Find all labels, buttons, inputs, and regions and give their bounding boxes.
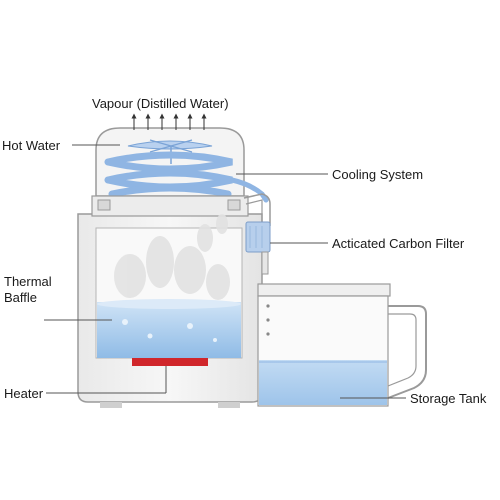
vapour-arrows xyxy=(131,113,207,130)
label-vapour: Vapour (Distilled Water) xyxy=(92,96,229,111)
label-storage-tank: Storage Tank xyxy=(410,391,487,406)
outlet-spout xyxy=(243,193,271,226)
steam-clouds xyxy=(114,214,230,300)
label-cooling-system: Cooling System xyxy=(332,167,423,182)
label-thermal-baffle-line1: Thermal xyxy=(4,274,52,289)
hot-water xyxy=(97,299,241,358)
cooling-coil xyxy=(104,151,269,203)
carbon-filter xyxy=(245,221,271,275)
label-heater: Heater xyxy=(4,386,44,401)
label-hot-water: Hot Water xyxy=(2,138,61,153)
label-thermal-baffle-line2: Baffle xyxy=(4,290,37,305)
storage-tank xyxy=(257,283,427,407)
leader-lines xyxy=(44,144,406,399)
label-carbon-filter: Acticated Carbon Filter xyxy=(332,236,465,251)
heater-element xyxy=(132,358,208,366)
cooling-fan xyxy=(127,139,213,164)
